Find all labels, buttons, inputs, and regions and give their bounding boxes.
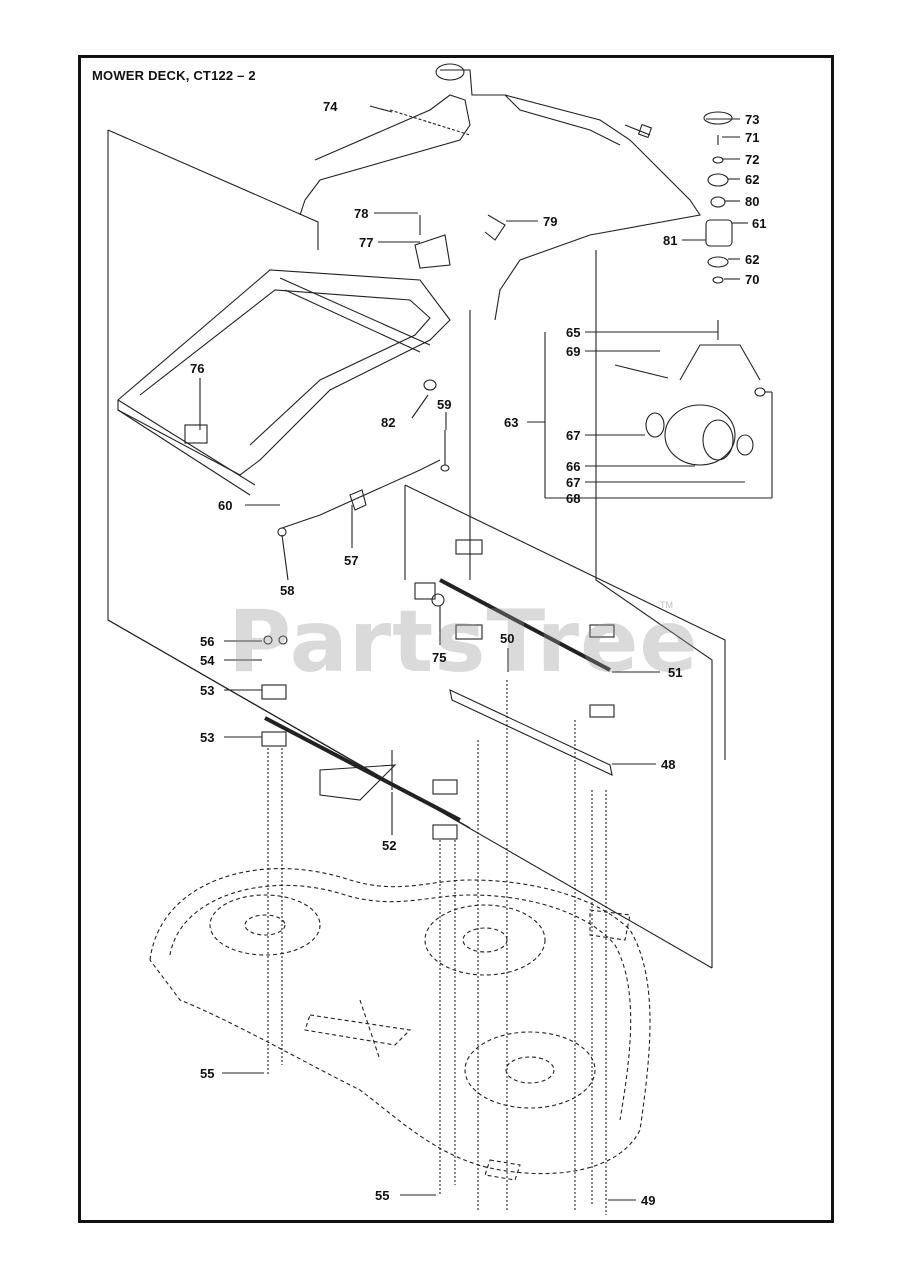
caster-fork: [679, 344, 761, 381]
callout-53-lower[interactable]: 53: [200, 730, 215, 745]
callout-57[interactable]: 57: [344, 553, 359, 568]
callout-79[interactable]: 79: [543, 214, 558, 229]
callout-61[interactable]: 61: [752, 216, 767, 231]
diagram-title: MOWER DECK, CT122 – 2: [92, 68, 256, 83]
callout-65[interactable]: 65: [566, 325, 581, 340]
callout-51[interactable]: 51: [668, 665, 683, 680]
linkage-rod: [281, 459, 441, 529]
plane-line: [107, 130, 713, 969]
partstree-watermark: PartsTree: [228, 592, 699, 692]
callout-70[interactable]: 70: [745, 272, 760, 287]
caster-housing: [705, 219, 733, 247]
callout-81[interactable]: 81: [663, 233, 678, 248]
callout-74[interactable]: 74: [323, 99, 338, 114]
callout-77[interactable]: 77: [359, 235, 374, 250]
dust-cap: [703, 111, 733, 125]
front-pivot-bar: [264, 716, 461, 822]
callout-82[interactable]: 82: [381, 415, 396, 430]
callout-72[interactable]: 72: [745, 152, 760, 167]
rear-pivot-bar: [439, 578, 611, 672]
caster-wheel: [664, 404, 736, 466]
callout-71[interactable]: 71: [745, 130, 760, 145]
callout-66[interactable]: 66: [566, 459, 581, 474]
callout-60[interactable]: 60: [218, 498, 233, 513]
callout-59[interactable]: 59: [437, 397, 452, 412]
callout-68[interactable]: 68: [566, 491, 581, 506]
plane-line: [107, 129, 319, 250]
callout-54[interactable]: 54: [200, 653, 215, 668]
callout-50[interactable]: 50: [500, 631, 515, 646]
callout-80[interactable]: 80: [745, 194, 760, 209]
callout-62-upper[interactable]: 62: [745, 172, 760, 187]
callout-78[interactable]: 78: [354, 206, 369, 221]
callout-67-upper[interactable]: 67: [566, 428, 581, 443]
callout-63[interactable]: 63: [504, 415, 519, 430]
callout-73[interactable]: 73: [745, 112, 760, 127]
callout-55-left[interactable]: 55: [200, 1066, 215, 1081]
callout-75[interactable]: 75: [432, 650, 447, 665]
callout-52[interactable]: 52: [382, 838, 397, 853]
callout-76[interactable]: 76: [190, 361, 205, 376]
deck-hanger-frame: [117, 269, 451, 476]
callout-49[interactable]: 49: [641, 1193, 656, 1208]
callout-56[interactable]: 56: [200, 634, 215, 649]
lift-arm: [440, 69, 701, 321]
callout-48[interactable]: 48: [661, 757, 676, 772]
callout-53-upper[interactable]: 53: [200, 683, 215, 698]
callout-55-bottom[interactable]: 55: [375, 1188, 390, 1203]
watermark-trademark: TM: [660, 600, 673, 610]
callout-67-lower[interactable]: 67: [566, 475, 581, 490]
hanger-bracket: [449, 689, 613, 776]
callout-69[interactable]: 69: [566, 344, 581, 359]
callout-62-lower[interactable]: 62: [745, 252, 760, 267]
mower-deck-outline: [149, 868, 651, 1181]
callout-58[interactable]: 58: [280, 583, 295, 598]
